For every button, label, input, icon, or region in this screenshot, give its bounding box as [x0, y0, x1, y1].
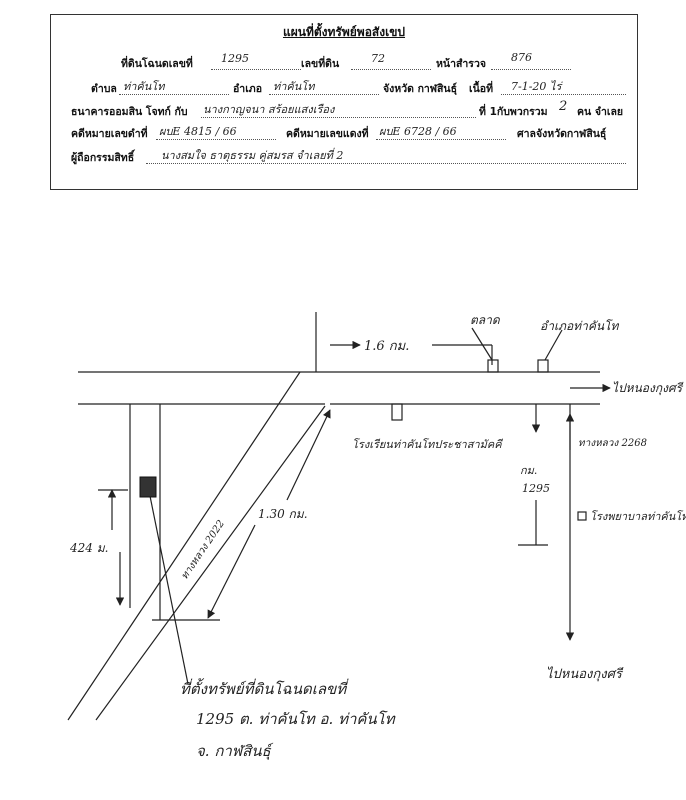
- diagonal-road-left-edge: [67, 371, 301, 721]
- to-bottom-label: ไปหนองกุงศรี: [546, 666, 624, 682]
- defendant-suffix: ที่ 1กับพวกรวม: [479, 106, 548, 118]
- district-office-building: [537, 359, 549, 373]
- distance-left-label: 424 ม.: [69, 541, 108, 555]
- caption-line-3: จ. กาฬสินธุ์: [196, 742, 274, 760]
- land-number: 72: [371, 52, 385, 65]
- diagonal-road-right-edge: [95, 405, 326, 721]
- school-label: โรงเรียนท่าคันโทประชาสามัคคี: [352, 438, 504, 451]
- case-black-label: คดีหมายเลขดำที่: [71, 128, 148, 140]
- distance-diagonal-label: 1.30 กม.: [258, 507, 308, 521]
- school-marker: [391, 403, 403, 421]
- court-label: ศาลจังหวัดกาฬสินธุ์: [517, 128, 607, 140]
- district-office-pointer: [544, 329, 563, 361]
- count-suffix: คน จำเลย: [577, 106, 624, 118]
- case-red-number: ผบE 6728 / 66: [379, 125, 457, 138]
- province-label: จังหวัด กาฬสินธุ์: [383, 83, 457, 95]
- sketch-map: 1.6 กม. ตลาด อำเภอท่าคันโท ไปหนองกุงศรี …: [67, 312, 686, 760]
- to-right-label: ไปหนองกุงศรี: [612, 381, 684, 396]
- survey-number: 876: [511, 51, 532, 64]
- plaintiff-label: ธนาคารออมสิน โจทก์ กับ: [71, 106, 188, 118]
- hospital-label: โรงพยาบาลท่าคันโท: [590, 510, 686, 523]
- deed-number: 1295: [221, 52, 249, 65]
- market-pointer: [471, 327, 493, 361]
- property-form: แผนที่ตั้งทรัพย์พอสังเขป ที่ดินโฉนดเลขที…: [50, 14, 638, 190]
- distance-top-label: 1.6 กม.: [364, 339, 409, 354]
- defendant-name: นางกาญจนา สร้อยแสงเรือง: [203, 103, 335, 116]
- district-office-label: อำเภอท่าคันโท: [540, 319, 619, 333]
- amphoe-label: อำเภอ: [233, 83, 263, 95]
- form-row-case: คดีหมายเลขดำที่ ผบE 4815 / 66 คดีหมายเลข…: [51, 125, 637, 145]
- survey-label: หน้าสำรวจ: [436, 58, 486, 70]
- distance-diagonal-arrow-down: [207, 524, 256, 619]
- tambon-label: ตำบล: [91, 83, 117, 95]
- km-number: 1295: [522, 482, 550, 495]
- market-building: [487, 359, 499, 373]
- property-parcel: [139, 476, 157, 498]
- market-label: ตลาด: [470, 313, 501, 327]
- hospital-marker: [577, 511, 587, 521]
- form-row-location: ตำบล ท่าคันโท อำเภอ ท่าคันโท จังหวัด กาฬ…: [51, 80, 637, 100]
- form-row-deed: ที่ดินโฉนดเลขที่ 1295 เลขที่ดิน 72 หน้าส…: [51, 51, 637, 75]
- form-title: แผนที่ตั้งทรัพย์พอสังเขป: [282, 25, 406, 39]
- owner-label: ผู้ถือกรรมสิทธิ์: [71, 152, 135, 164]
- km-label: กม.: [520, 464, 537, 477]
- distance-diagonal-arrow-up: [286, 409, 331, 501]
- tambon-value: ท่าคันโท: [123, 80, 165, 93]
- area-label: เนื้อที่: [469, 83, 493, 95]
- land-no-label: เลขที่ดิน: [301, 58, 340, 70]
- amphoe-value: ท่าคันโท: [273, 80, 315, 93]
- caption-line-2: 1295 ต. ท่าคันโท อ. ท่าคันโท: [196, 710, 396, 728]
- road-right-label: ทางหลวง 2268: [578, 438, 647, 449]
- case-red-label: คดีหมายเลขแดงที่: [286, 128, 369, 140]
- defendant-count: 2: [559, 99, 568, 114]
- deed-label: ที่ดินโฉนดเลขที่: [121, 58, 193, 70]
- area-value: 7-1-20 ไร่: [511, 80, 562, 93]
- case-black-number: ผบE 4815 / 66: [159, 125, 237, 138]
- caption-line-1: ที่ตั้งทรัพย์ที่ดินโฉนดเลขที่: [180, 678, 349, 698]
- owner-name: นางสมใจ ธาตุธรรม คู่สมรส จำเลยที่ 2: [161, 149, 344, 162]
- caption-pointer: [149, 495, 189, 685]
- form-row-owner: ผู้ถือกรรมสิทธิ์ นางสมใจ ธาตุธรรม คู่สมร…: [51, 149, 637, 169]
- form-row-parties: ธนาคารออมสิน โจทก์ กับ นางกาญจนา สร้อยแส…: [51, 99, 637, 123]
